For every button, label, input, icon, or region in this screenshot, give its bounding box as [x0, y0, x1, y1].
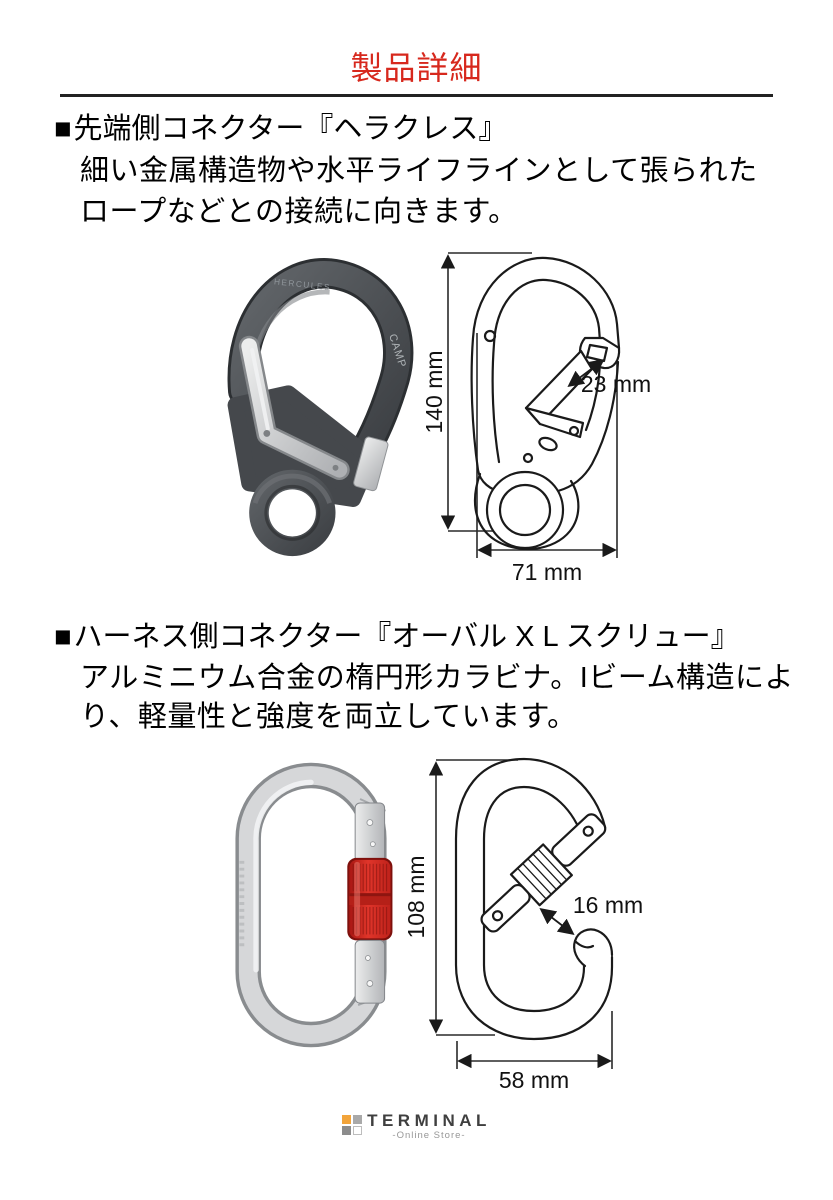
height-dimension-label: 140 mm: [421, 350, 447, 433]
section-2-body-line-2: り、軽量性と強度を両立しています。: [80, 701, 577, 733]
logo-tagline-text: -Online Store-: [392, 1130, 466, 1141]
section-1-heading-text: 先端側コネクター『ヘラクレス』: [73, 113, 508, 145]
hercules-product-photo: HERCULES CAMP: [227, 258, 414, 557]
logo-grid-icon: [342, 1115, 363, 1135]
gate-dimension-label: 16 mm: [573, 892, 643, 918]
logo-square-gray-dark: [342, 1126, 352, 1135]
section-2-heading-text: ハーネス側コネクター『オーバル X L スクリュー』: [73, 621, 740, 653]
dimension-lines: [428, 759, 613, 1069]
carabiner-outline: [454, 757, 614, 1041]
title-underline: [60, 94, 773, 97]
gate-opening-arrow: [567, 359, 605, 387]
height-dimension-label: 108 mm: [403, 855, 429, 938]
width-dimension-label: 58 mm: [499, 1067, 569, 1093]
hook-outline: [470, 256, 621, 551]
terminal-logo: TERMINAL -Online Store-: [0, 1112, 833, 1141]
gate-dimension-label: 23 mm: [581, 371, 651, 397]
section-1-heading: ■先端側コネクター『ヘラクレス』: [54, 112, 507, 146]
logo-square-gray-light: [353, 1115, 363, 1124]
hercules-dimension-diagram: 140 mm 23 mm 71 mm: [421, 252, 651, 585]
page-title: 製品詳細: [350, 50, 483, 86]
square-bullet-icon: ■: [54, 621, 72, 653]
logo-square-orange: [342, 1115, 352, 1124]
section-2-body-line-1: アルミニウム合金の楕円形カラビナ。Iビーム構造によ: [80, 662, 794, 694]
width-dimension-label: 71 mm: [512, 559, 582, 585]
gate-opening-arrow: [539, 908, 575, 935]
section-1-body-line-2: ロープなどとの接続に向きます。: [80, 196, 518, 228]
logo-brand-text: TERMINAL: [367, 1111, 491, 1130]
section-2-heading: ■ハーネス側コネクター『オーバル X L スクリュー』: [54, 620, 740, 654]
square-bullet-icon: ■: [54, 113, 72, 145]
oval-carabiner-product-photo: [235, 762, 393, 1048]
section-1-body-line-1: 細い金属構造物や水平ライフラインとして張られた: [80, 155, 758, 187]
oval-carabiner-dimension-diagram: 108 mm 16 mm 58 mm: [403, 757, 643, 1093]
logo-square-white: [353, 1126, 363, 1135]
